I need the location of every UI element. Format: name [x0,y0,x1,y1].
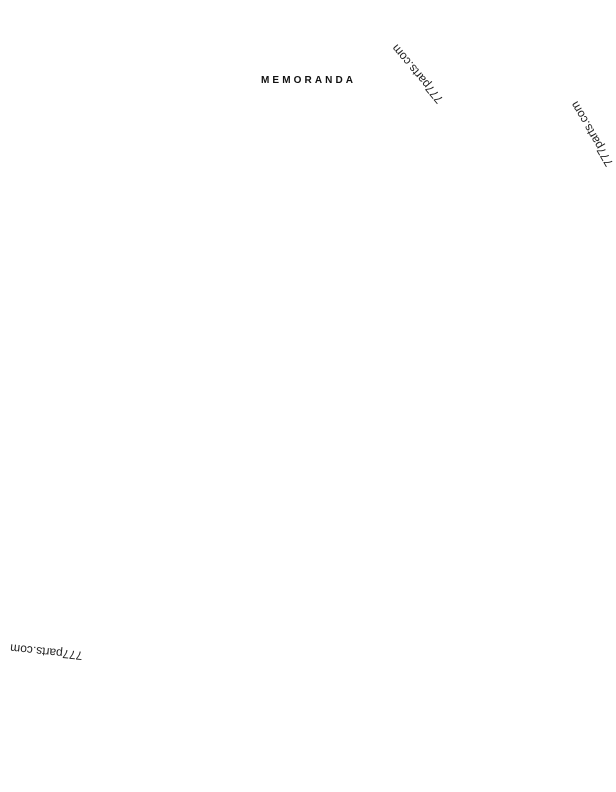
page-title: MEMORANDA [261,75,357,86]
watermark-text: 777parts.com [9,641,84,663]
watermark-text: 777parts.com [567,99,616,169]
watermark-text: 777parts.com [388,41,447,107]
